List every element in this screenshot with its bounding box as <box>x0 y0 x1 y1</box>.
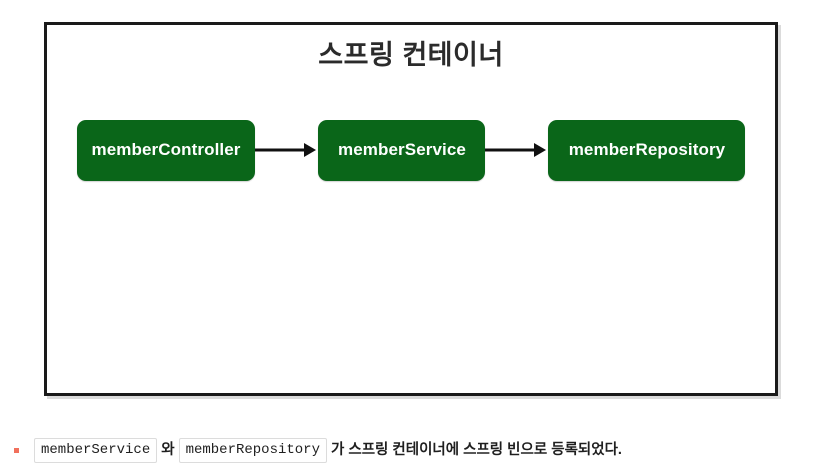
note-text-segment-1: 와 <box>161 441 175 458</box>
arrow-head-icon <box>534 143 547 157</box>
bean-node-label: memberRepository <box>568 140 726 159</box>
bean-node-member-service[interactable]: memberService <box>318 119 486 181</box>
arrow-service-to-repository <box>485 141 548 159</box>
note-list-item: memberService 와 memberRepository 가 스프링 컨… <box>0 434 815 466</box>
bean-node-label: memberController <box>91 140 241 159</box>
arrow-head-icon <box>304 143 317 157</box>
arrow-controller-to-service <box>255 141 318 159</box>
bean-node-label: memberService <box>338 140 466 159</box>
spring-container-frame: 스프링 컨테이너 memberController memberService … <box>44 22 778 396</box>
bean-node-member-controller[interactable]: memberController <box>76 119 256 181</box>
page-title: 스프링 컨테이너 <box>318 40 504 70</box>
bullet-icon <box>14 448 19 453</box>
bean-flow-row: memberController memberService memberRep… <box>47 119 775 181</box>
inline-code-member-repository: memberRepository <box>178 437 327 463</box>
arrow-shaft <box>485 148 538 152</box>
bean-node-member-repository[interactable]: memberRepository <box>548 119 746 181</box>
inline-code-member-service: memberService <box>34 437 158 463</box>
arrow-shaft <box>255 148 308 152</box>
note-text-segment-2: 가 스프링 컨테이너에 스프링 빈으로 등록되었다. <box>330 441 622 458</box>
